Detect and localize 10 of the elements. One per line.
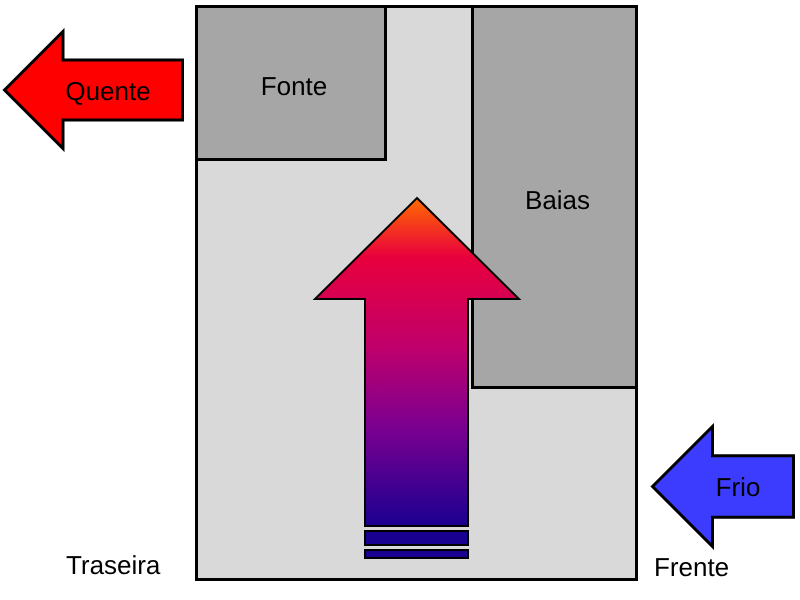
hot-air-arrow — [3, 30, 184, 150]
drive-bays-box — [471, 5, 638, 389]
node-label: Frio — [716, 474, 760, 500]
cold-air-arrow — [651, 425, 795, 548]
power-supply-box — [195, 5, 387, 161]
node-label: Baias — [524, 187, 590, 213]
rear-label: Traseira — [66, 552, 160, 578]
front-label: Frente — [654, 554, 730, 580]
node-label: Quente — [65, 78, 151, 104]
node-label: Fonte — [260, 73, 328, 99]
